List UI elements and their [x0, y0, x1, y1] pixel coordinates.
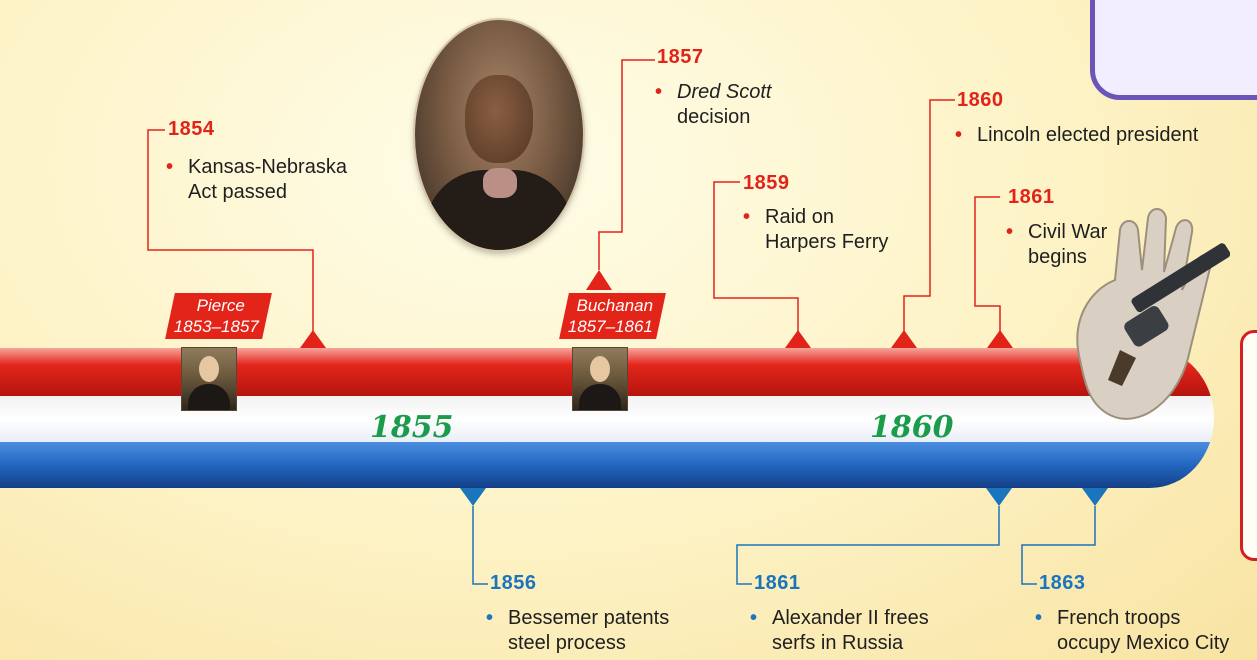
event-text-1861-world: • Alexander II frees serfs in Russia: [750, 606, 929, 656]
event-line: Civil War: [1028, 221, 1108, 243]
event-line: steel process: [508, 632, 626, 654]
bullet: •: [166, 156, 174, 178]
marker-1863: [1082, 488, 1108, 506]
event-line-italic: Dred Scott: [677, 81, 772, 103]
event-text-1859: • Raid on Harpers Ferry: [743, 205, 888, 255]
event-year-1860: 1860: [957, 89, 1004, 111]
connector-1861-us: [974, 196, 1001, 334]
event-year-1859: 1859: [743, 172, 790, 194]
connector-1856: [472, 506, 488, 585]
marker-1861-world: [986, 488, 1012, 506]
president-term: 1853–1857: [173, 317, 259, 336]
bullet: •: [1035, 607, 1043, 629]
marker-1856: [460, 488, 486, 506]
president-name: Buchanan: [576, 296, 654, 315]
bullet: •: [743, 206, 751, 228]
event-line: Harpers Ferry: [765, 231, 889, 253]
event-line: serfs in Russia: [772, 632, 904, 654]
connector-1863: [1021, 506, 1096, 585]
connector-1860: [903, 99, 955, 334]
event-line: Lincoln elected president: [977, 124, 1199, 146]
event-line: Act passed: [188, 181, 287, 203]
event-year-1861-world: 1861: [754, 572, 801, 594]
marker-1857: [586, 270, 612, 290]
event-line: occupy Mexico City: [1057, 632, 1230, 654]
marker-1859: [785, 330, 811, 348]
bullet: •: [486, 607, 494, 629]
event-text-1863: • French troops occupy Mexico City: [1035, 606, 1257, 656]
bullet: •: [1006, 221, 1014, 243]
connector-1854: [147, 129, 314, 334]
event-line: French troops: [1057, 607, 1181, 629]
event-line: decision: [677, 106, 751, 128]
axis-year-1855: 1855: [370, 410, 454, 445]
event-text-1860: • Lincoln elected president: [955, 123, 1198, 148]
event-line: begins: [1028, 246, 1087, 268]
president-tag-buchanan: Buchanan 1857–1861: [559, 293, 666, 339]
side-panel: [1240, 330, 1257, 561]
president-tag-pierce: Pierce 1853–1857: [165, 293, 272, 339]
bullet: •: [955, 124, 963, 146]
portrait-pierce: [181, 347, 237, 411]
glove-revolver-image: [1076, 208, 1230, 420]
event-year-1861-us: 1861: [1008, 186, 1055, 208]
event-year-1856: 1856: [490, 572, 537, 594]
bullet: •: [750, 607, 758, 629]
event-year-1854: 1854: [168, 118, 215, 140]
connector-1859: [713, 181, 799, 334]
event-text-1857: • Dred Scott decision: [655, 80, 771, 130]
axis-year-1860: 1860: [870, 410, 954, 445]
event-text-1854: • Kansas-Nebraska Act passed: [166, 155, 347, 205]
bullet: •: [655, 81, 663, 103]
event-line: Bessemer patents: [508, 607, 670, 629]
event-line: Kansas-Nebraska: [188, 156, 347, 178]
event-text-1861-us: • Civil War begins: [1006, 220, 1107, 270]
marker-1854: [300, 330, 326, 348]
event-line: Alexander II frees: [772, 607, 929, 629]
marker-1860: [891, 330, 917, 348]
connector-1861-world: [736, 506, 1000, 585]
event-year-1857: 1857: [657, 46, 704, 68]
president-term: 1857–1861: [567, 317, 653, 336]
corner-panel: [1090, 0, 1257, 100]
marker-1861-us: [987, 330, 1013, 348]
president-name: Pierce: [196, 296, 245, 315]
connector-1857: [598, 59, 655, 270]
portrait-oval-image: [415, 20, 583, 250]
timeline-bar: [0, 348, 1214, 488]
portrait-buchanan: [572, 347, 628, 411]
event-line: Raid on: [765, 206, 834, 228]
event-year-1863: 1863: [1039, 572, 1086, 594]
event-text-1856: • Bessemer patents steel process: [486, 606, 669, 656]
